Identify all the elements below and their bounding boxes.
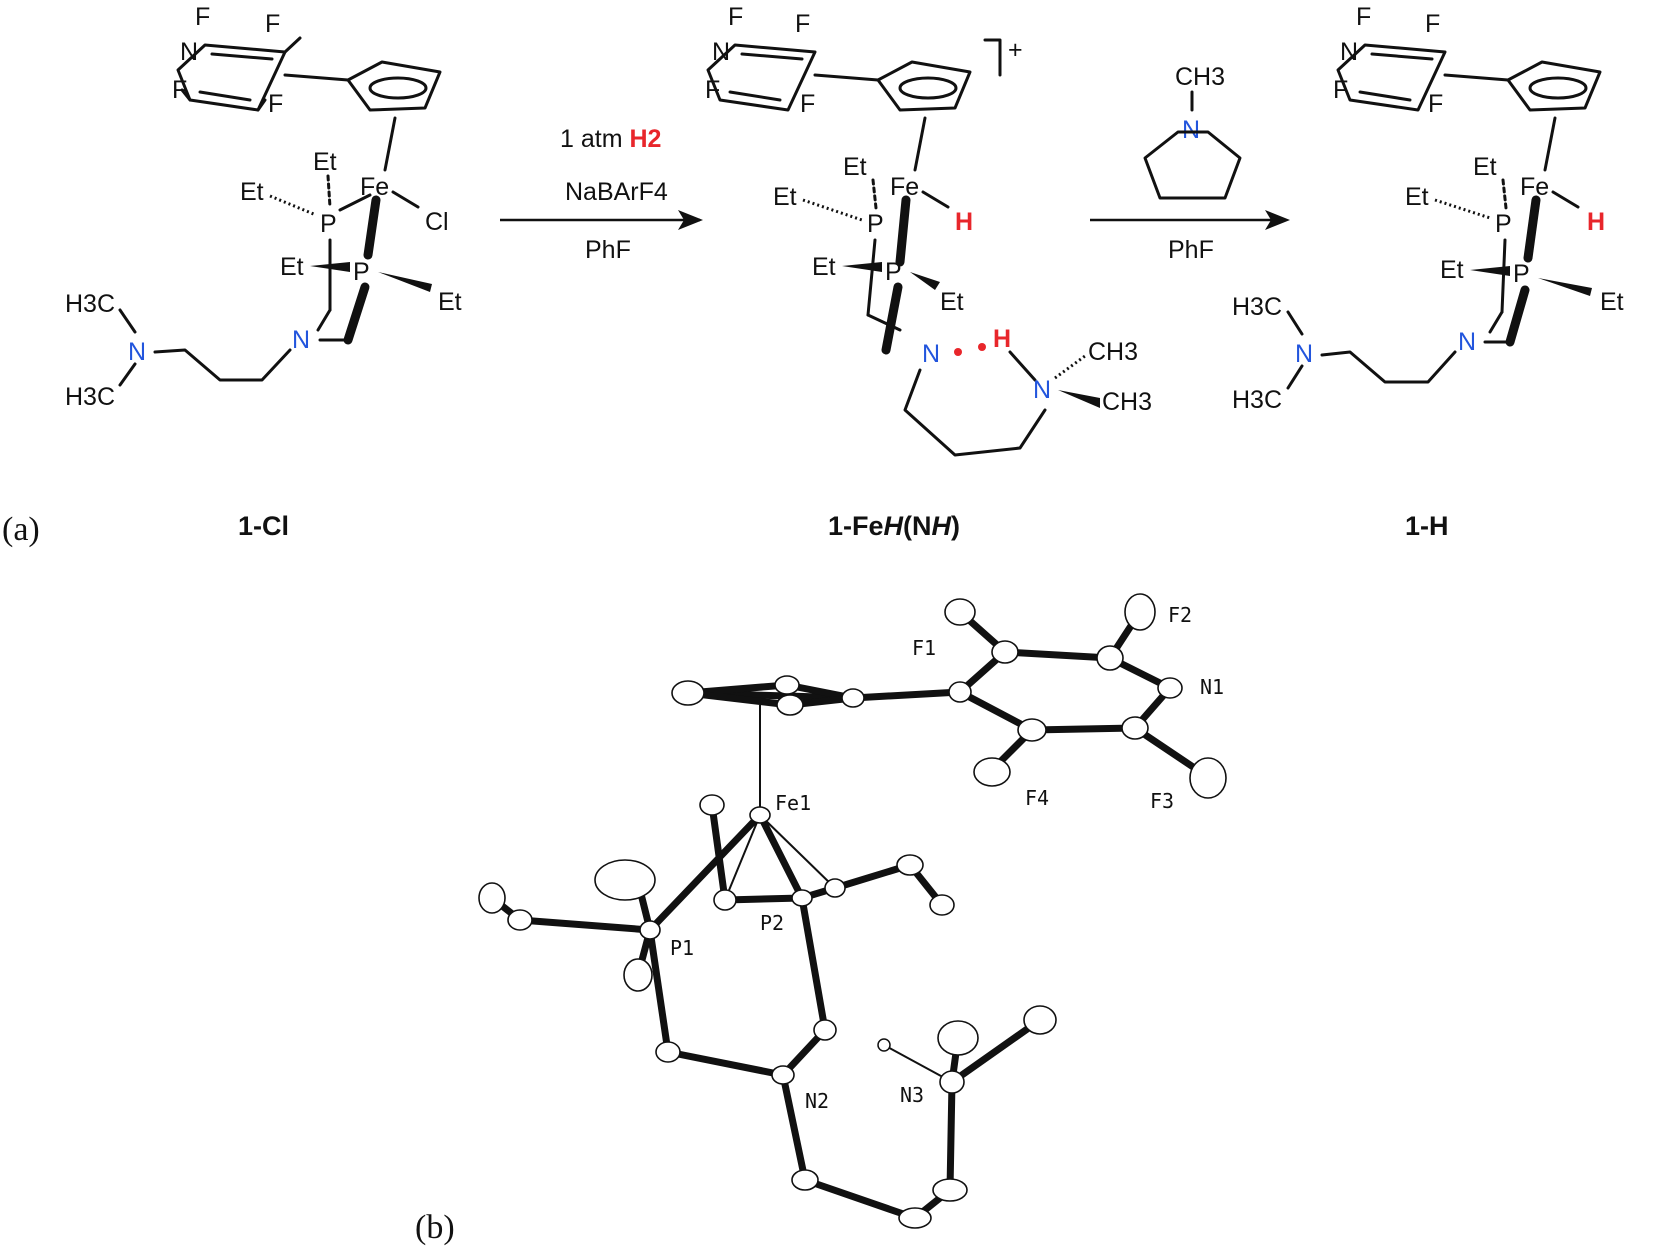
atom-label-et: Et — [1440, 256, 1464, 284]
atom-label-f: F — [795, 10, 810, 38]
pyrrolidine-ring — [1143, 130, 1242, 200]
compound-name-1-cl: 1-Cl — [238, 511, 289, 541]
atom-label-n: N — [292, 326, 310, 354]
panel-label-b: (b) — [415, 1209, 455, 1246]
atom-label-h3c: H3C — [1232, 386, 1282, 414]
compound-name-1-h: 1-H — [1405, 511, 1449, 541]
compound-1-cl: F F N F F Fe Cl Et Et P Et P Et N N H3C … — [65, 3, 462, 541]
atom-label-et: Et — [1405, 183, 1429, 211]
atom-label-h3c: H3C — [1232, 293, 1282, 321]
atom-label-et: Et — [940, 288, 964, 316]
atom-label-n3: N3 — [900, 1083, 924, 1107]
atom-label-n: N — [1295, 340, 1313, 368]
atom-label-n: N — [712, 38, 730, 66]
atom-label-et: Et — [1473, 153, 1497, 181]
cp-fe-bond — [383, 116, 397, 172]
atom-label-n: N — [1182, 116, 1200, 144]
atom-label-n: N — [1033, 376, 1051, 404]
reagent-methyl-label: CH3 — [1175, 63, 1225, 91]
cation-charge: + — [1008, 36, 1023, 64]
atom-label-et: Et — [773, 183, 797, 211]
atom-label-f1: F1 — [912, 636, 936, 660]
atom-label-f: F — [1428, 90, 1443, 118]
atom-label-n: N — [1340, 38, 1358, 66]
atom-label-p: P — [885, 258, 902, 286]
atom-label-n: N — [922, 340, 940, 368]
atom-label-f: F — [728, 3, 743, 31]
cyclopentadienyl-ring — [283, 60, 442, 112]
ammonium-h-label: H — [993, 325, 1011, 353]
reaction1-salt: NaBArF4 — [565, 178, 668, 206]
atom-label-ch3: CH3 — [1088, 338, 1138, 366]
compound-1-h: F F N F F Fe H Et Et P Et P Et N N H3C H… — [1232, 3, 1624, 541]
atom-label-p: P — [353, 258, 370, 286]
atom-label-n: N — [128, 338, 146, 366]
reaction1-pressure: 1 atm H2 — [560, 125, 661, 153]
atom-label-et: Et — [843, 153, 867, 181]
atom-label-f: F — [800, 90, 815, 118]
atom-label-p: P — [867, 210, 884, 238]
atom-label-f: F — [265, 10, 280, 38]
atom-label-p: P — [1495, 210, 1512, 238]
atom-label-n: N — [180, 38, 198, 66]
pyridyl-ring — [176, 36, 302, 112]
hydride-label: H — [1587, 208, 1605, 236]
atom-label-p: P — [320, 210, 337, 238]
crystal-structure: F1 F2 N1 F4 F3 Fe1 P1 P2 N2 N3 — [478, 593, 1227, 1229]
atom-label-f: F — [268, 90, 283, 118]
reaction2-solvent: PhF — [1168, 236, 1214, 264]
atom-label-f: F — [705, 76, 720, 104]
atom-label-et: Et — [280, 253, 304, 281]
atom-label-n1: N1 — [1200, 675, 1224, 699]
atom-label-p1: P1 — [670, 936, 694, 960]
reaction1-solvent: PhF — [585, 236, 631, 264]
compound-name-1-feh-nh: 1-FeH(NH) — [828, 511, 960, 541]
atom-label-n2: N2 — [805, 1089, 829, 1113]
atom-label-p: P — [1513, 260, 1530, 288]
atom-label-et: Et — [438, 288, 462, 316]
atom-label-h3c: H3C — [65, 383, 115, 411]
atom-label-fe1: Fe1 — [775, 791, 811, 815]
atom-label-et: Et — [240, 178, 264, 206]
reaction-arrow-2: CH3 N PhF — [1090, 63, 1290, 264]
atom-label-et: Et — [313, 148, 337, 176]
atom-label-ch3: CH3 — [1102, 388, 1152, 416]
atom-label-f: F — [1333, 76, 1348, 104]
hydride-label: H — [955, 208, 973, 236]
atom-label-f: F — [1425, 10, 1440, 38]
panel-label-a: (a) — [2, 511, 40, 548]
atom-label-f: F — [195, 3, 210, 31]
atom-label-cl: Cl — [425, 208, 449, 236]
atom-label-f2: F2 — [1168, 603, 1192, 627]
compound-1-feh-nh: F F N F F + Fe H Et Et P Et P Et N H N C… — [705, 3, 1152, 541]
reaction-arrow-1: 1 atm H2 NaBArF4 PhF — [500, 125, 703, 264]
atom-label-f: F — [172, 76, 187, 104]
atom-label-h3c: H3C — [65, 290, 115, 318]
atom-label-p2: P2 — [760, 911, 784, 935]
atom-label-f4: F4 — [1025, 786, 1049, 810]
atom-label-f3: F3 — [1150, 789, 1174, 813]
atom-label-f: F — [1356, 3, 1371, 31]
atom-label-et: Et — [1600, 288, 1624, 316]
atom-label-et: Et — [812, 253, 836, 281]
atom-label-n: N — [1458, 328, 1476, 356]
